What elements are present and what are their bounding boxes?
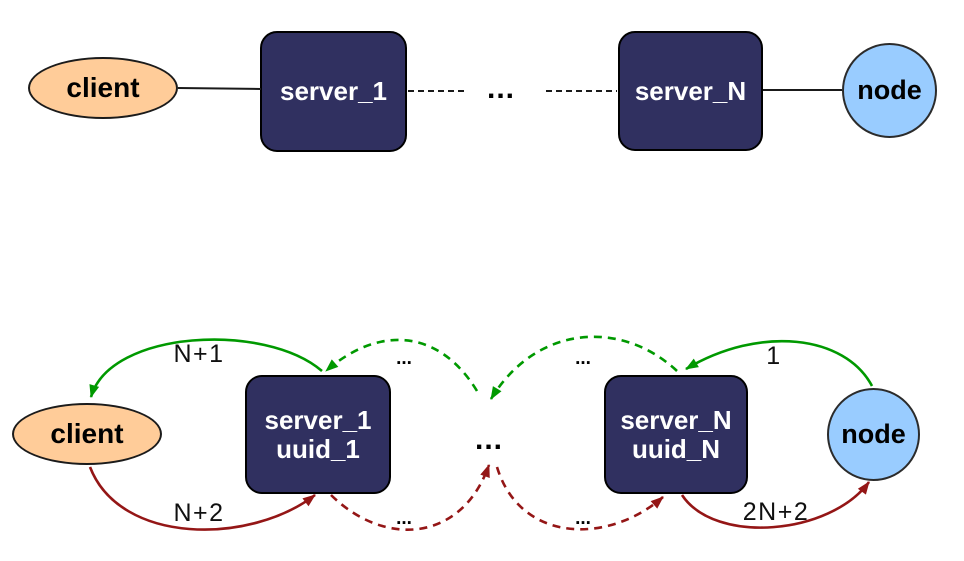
top-client-label: client [66,72,140,103]
red-label-mid-left-dots: ... [396,508,412,529]
bottom-client-ellipse: client [12,403,162,465]
top-node-label: node [857,75,922,105]
bottom-node-circle: node [827,388,920,481]
green-label-mid-right-dots: ... [575,348,591,369]
green-label-n-plus-1: N+1 [173,340,224,368]
bottom-node-label: node [841,419,906,449]
top-node-circle: node [842,43,937,138]
bottom-center-ellipsis: ... [475,423,503,456]
bottom-server-last-name: server_N [620,404,732,435]
top-server-last-box: server_N [618,31,763,151]
top-link-client-server-first [177,87,262,90]
bottom-server-last-box: server_N uuid_N [604,375,748,494]
green-label-1: 1 [766,342,781,370]
red-label-n-plus-2: N+2 [173,499,224,527]
green-label-mid-left-dots: ... [396,348,412,369]
red-label-2n-plus-2: 2N+2 [743,498,809,526]
bottom-server-first-name: server_1 [264,404,372,435]
bottom-server-last-uuid: uuid_N [631,433,721,464]
bottom-server-first-box: server_1 uuid_1 [245,375,391,494]
top-client-ellipse: client [28,57,178,119]
top-server-first-box: server_1 [260,31,407,152]
red-label-mid-right-dots: ... [575,508,591,529]
top-ellipsis: ... [487,72,515,105]
bottom-server-first-uuid: uuid_1 [276,433,360,464]
bottom-client-label: client [50,418,124,449]
top-server-first-label: server_1 [280,76,387,106]
top-server-last-label: server_N [634,75,747,106]
